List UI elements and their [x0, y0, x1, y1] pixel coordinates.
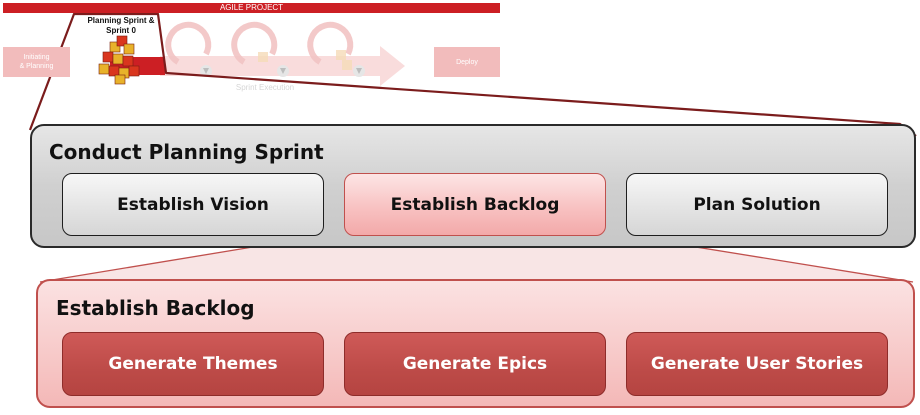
step-generate-epics[interactable]: Generate Epics — [344, 332, 606, 396]
sprint-execution-label: Sprint Execution — [235, 83, 295, 92]
backlog-funnel — [40, 232, 913, 282]
phase-deploy: Deploy — [434, 47, 500, 77]
planning-sprint-title: Conduct Planning Sprint — [49, 140, 324, 164]
phase-initiating-planning: Initiating & Planning — [3, 47, 70, 77]
step-establish-backlog[interactable]: Establish Backlog — [344, 173, 606, 236]
step-establish-vision[interactable]: Establish Vision — [62, 173, 324, 236]
step-generate-user-stories[interactable]: Generate User Stories — [626, 332, 888, 396]
cube-stack-icon — [98, 35, 140, 85]
cycle-arrow-icon — [165, 21, 354, 65]
focus-phase-title: Planning Sprint & Sprint 0 — [87, 16, 155, 35]
step-plan-solution[interactable]: Plan Solution — [626, 173, 888, 236]
establish-backlog-title: Establish Backlog — [56, 296, 255, 320]
faded-cube-icons — [258, 50, 352, 70]
step-generate-themes[interactable]: Generate Themes — [62, 332, 324, 396]
agile-project-banner: AGILE PROJECT — [3, 3, 500, 13]
